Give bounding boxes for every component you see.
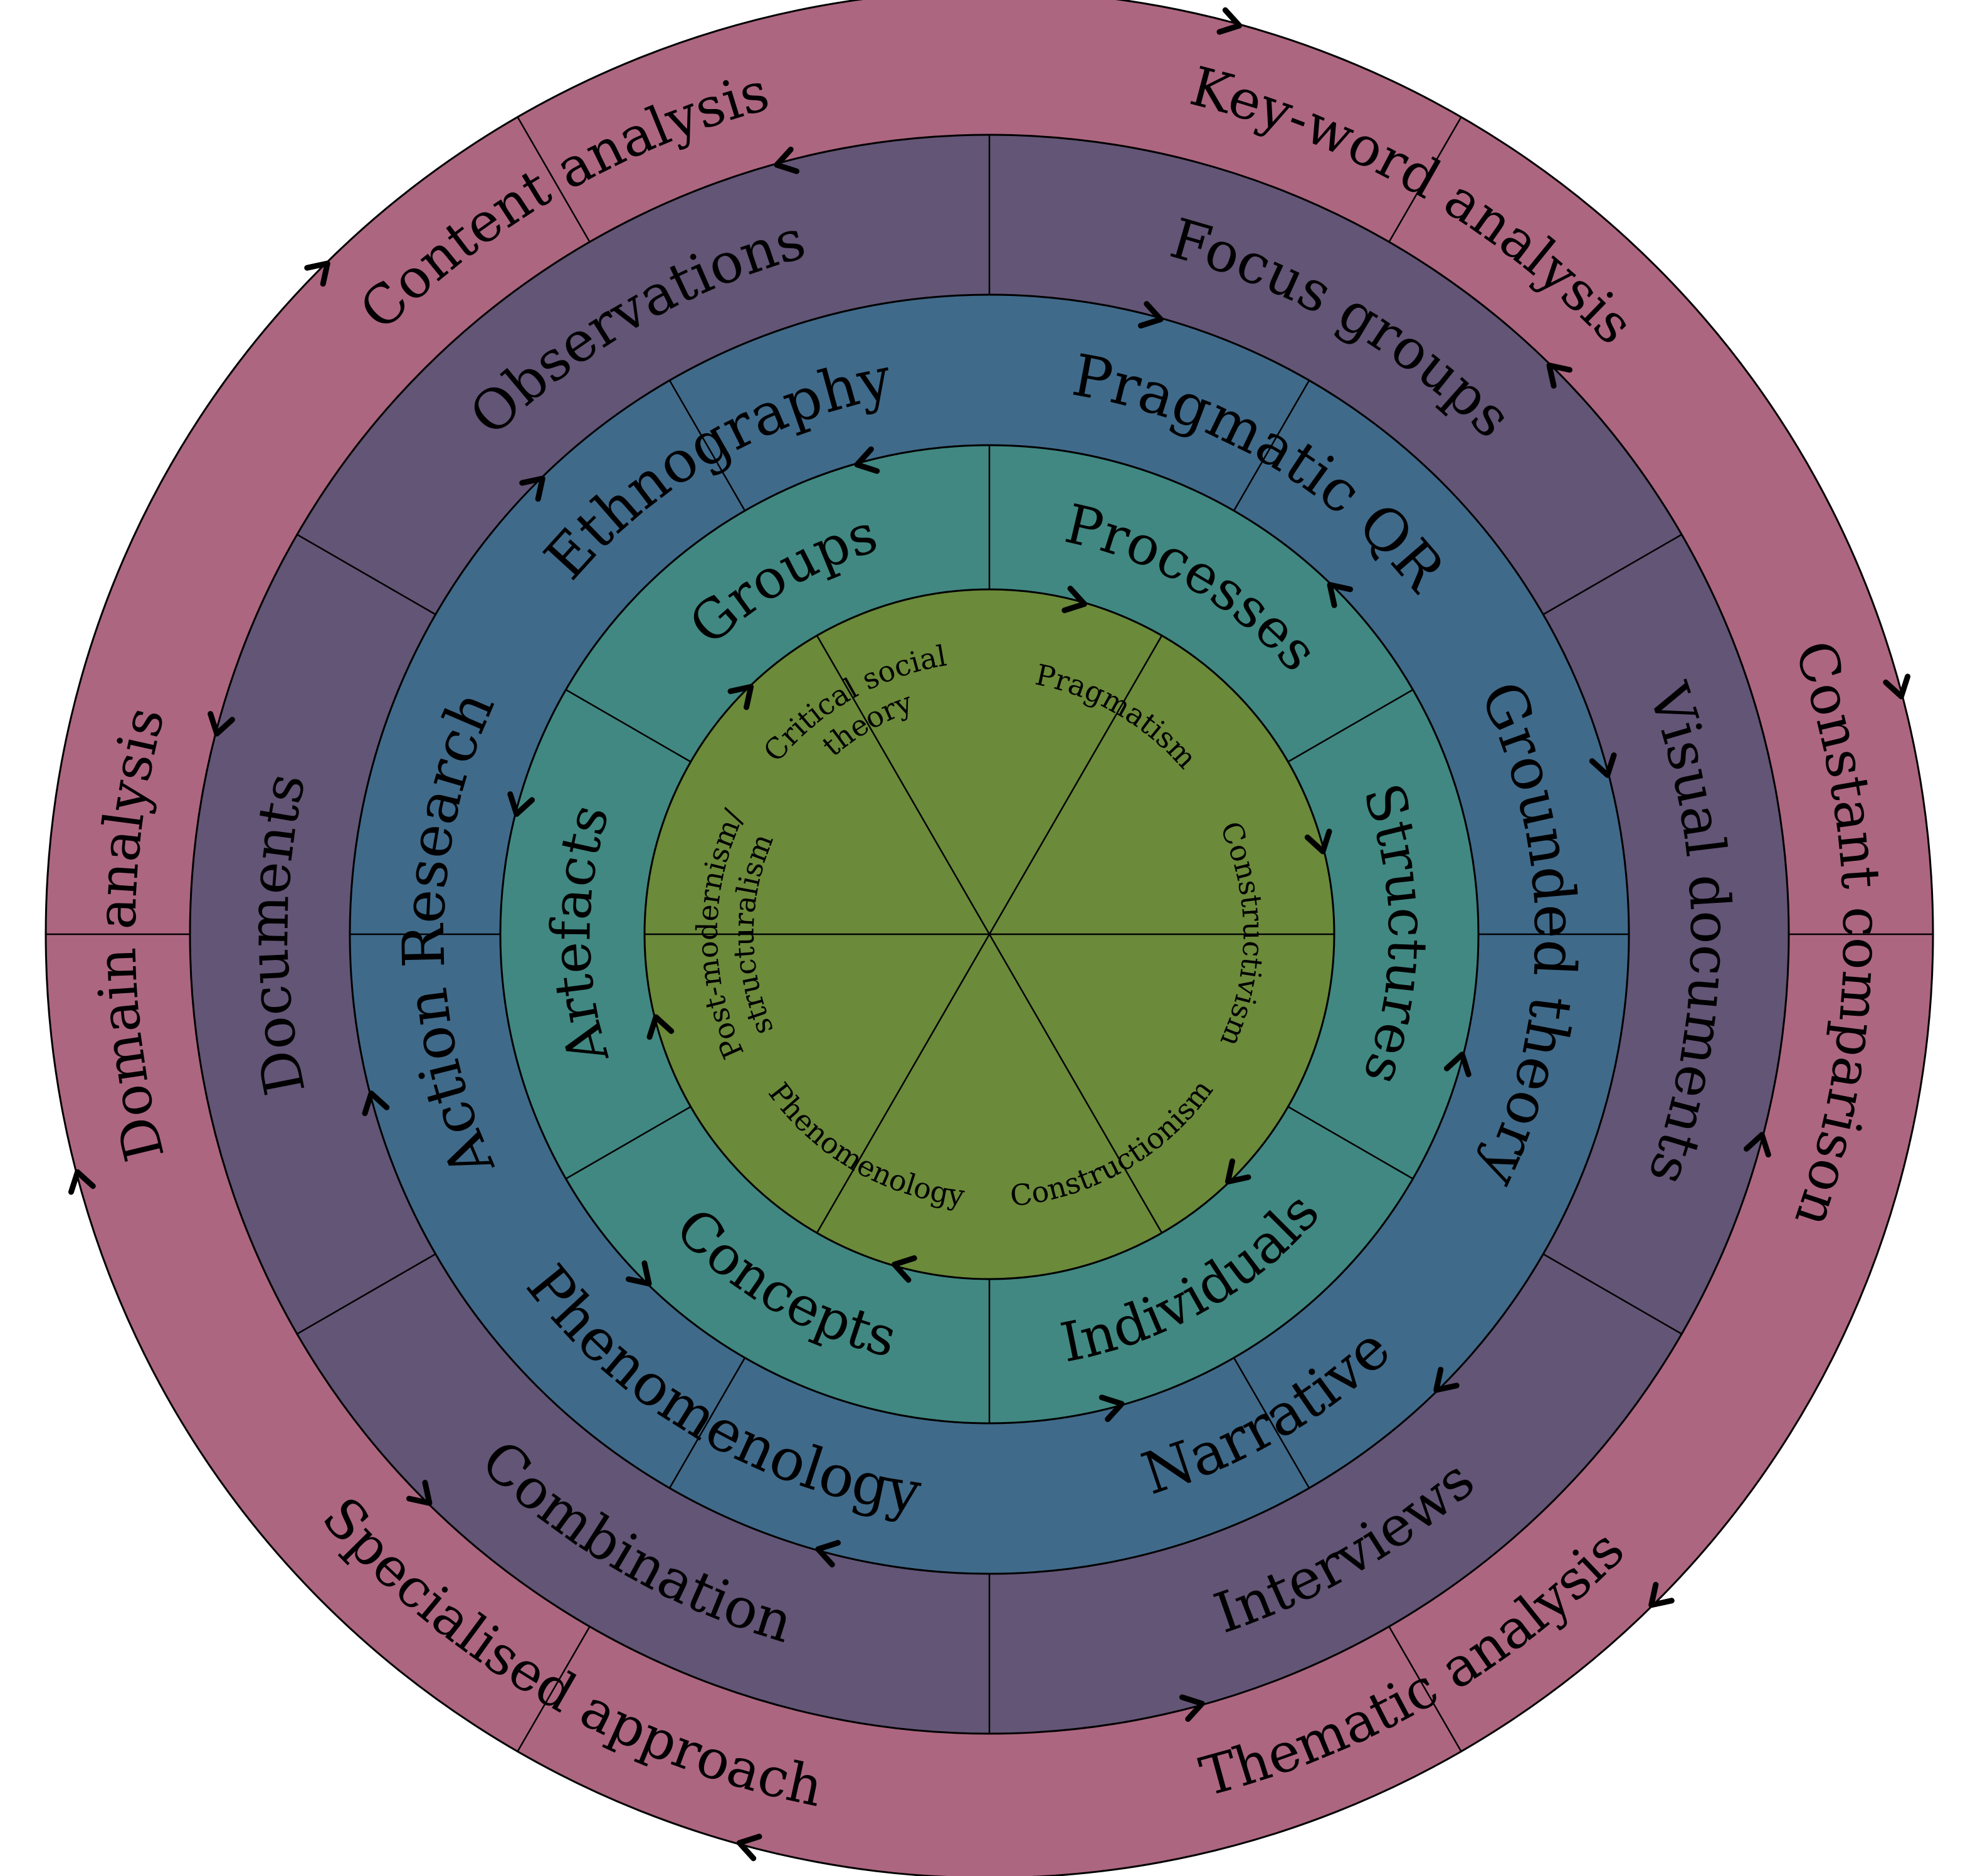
sector-divider: [988, 934, 1163, 1233]
direction-arrow: [519, 475, 545, 502]
direction-arrow: [1589, 752, 1617, 778]
direction-arrow: [1327, 582, 1354, 608]
direction-arrow: [727, 683, 754, 710]
direction-arrow: [1433, 1366, 1460, 1393]
direction-arrow: [815, 1540, 841, 1568]
direction-arrow: [1137, 301, 1164, 329]
direction-arrow: [1648, 1581, 1675, 1608]
direction-arrow: [1883, 673, 1911, 700]
sector-divider: [668, 380, 746, 512]
sector-divider: [517, 116, 591, 243]
direction-arrow: [1744, 1132, 1771, 1158]
sector-divider: [1542, 1253, 1682, 1335]
direction-arrow: [736, 1833, 762, 1862]
sector-divider: [565, 688, 692, 763]
sector-divider: [816, 635, 991, 935]
sector-divider: [668, 1357, 746, 1489]
direction-arrow: [854, 446, 880, 474]
sector-divider: [1388, 1626, 1462, 1752]
direction-arrow: [646, 1014, 675, 1040]
direction-arrow: [1061, 586, 1087, 613]
direction-arrow: [1179, 1694, 1205, 1722]
sector-divider: [816, 934, 991, 1233]
sector-divider: [517, 1626, 591, 1752]
direction-arrow: [1098, 1394, 1125, 1423]
sector-divider: [297, 1253, 436, 1335]
direction-arrow: [1443, 1051, 1472, 1077]
sector-divider: [1287, 1105, 1414, 1180]
direction-arrow: [625, 1260, 652, 1287]
sector-dividers: [46, 116, 1933, 1752]
direction-arrow: [774, 146, 800, 174]
direction-arrow: [362, 1090, 390, 1117]
sector-divider: [988, 635, 1163, 935]
sector-divider: [1233, 1357, 1310, 1489]
direction-arrow: [304, 260, 330, 287]
direction-arrow: [208, 710, 235, 737]
sector-divider: [1388, 116, 1462, 243]
sector-divider: [1233, 380, 1310, 512]
direction-arrow: [1216, 7, 1243, 35]
direction-arrows: [68, 7, 1911, 1862]
direction-arrow: [68, 1169, 96, 1195]
direction-arrow: [507, 791, 535, 817]
sector-divider: [297, 534, 436, 616]
direction-arrow: [1224, 1158, 1251, 1185]
direction-arrow: [892, 1255, 917, 1283]
direction-arrow: [406, 1480, 433, 1506]
direction-arrow: [1304, 828, 1332, 855]
sector-divider: [565, 1105, 692, 1180]
direction-arrow: [1546, 362, 1573, 389]
sector-divider: [1287, 688, 1414, 763]
sector-divider: [1542, 534, 1682, 616]
